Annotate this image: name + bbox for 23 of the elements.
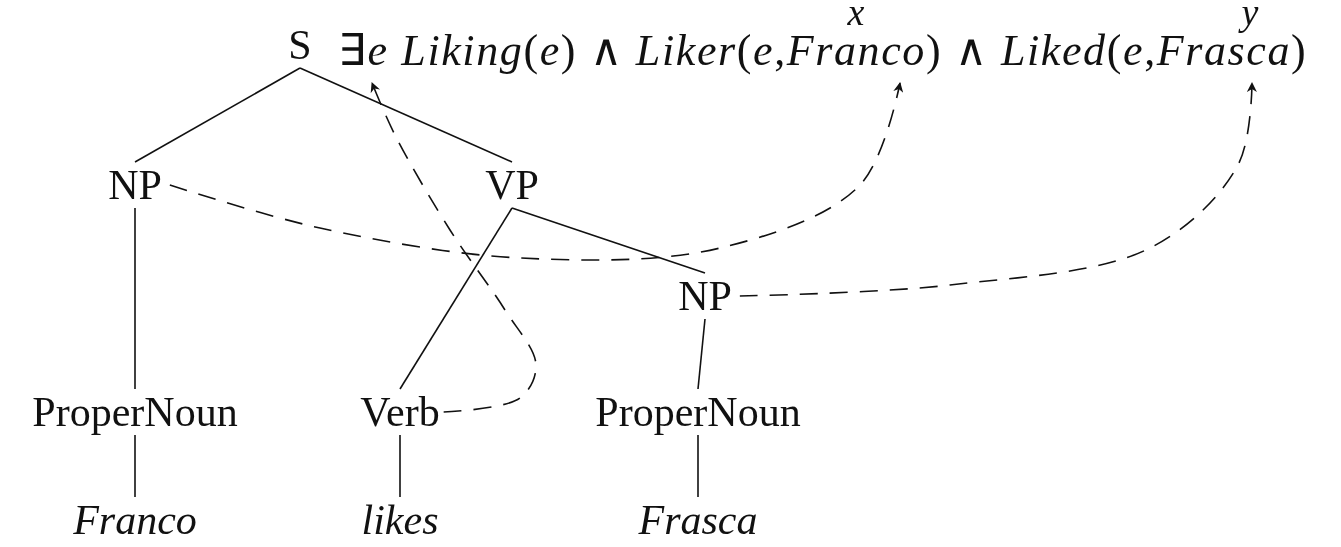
category-label: NP — [108, 164, 162, 206]
tree-branch — [697, 318, 706, 390]
tree-branch — [134, 207, 136, 390]
word-label: Franco — [73, 499, 197, 541]
category-label: Verb — [360, 391, 440, 433]
category-label: S — [288, 24, 312, 66]
dashed-arrow — [169, 82, 904, 261]
category-label: VP — [485, 164, 539, 206]
word-label: likes — [361, 499, 439, 541]
tree-branch — [134, 67, 301, 163]
dashed-arrow — [370, 82, 537, 413]
category-label: ProperNoun — [32, 391, 238, 433]
tree-branch — [299, 67, 513, 163]
category-label: NP — [678, 275, 732, 317]
tree-branch — [697, 434, 699, 498]
tree-branch — [399, 207, 513, 390]
category-label: ProperNoun — [595, 391, 801, 433]
tree-branch — [511, 207, 706, 274]
tree-branch — [399, 434, 401, 498]
word-label: Frasca — [638, 499, 758, 541]
tree-branch — [134, 434, 136, 498]
variable-label: x — [847, 0, 865, 31]
dashed-arrow — [739, 82, 1257, 297]
